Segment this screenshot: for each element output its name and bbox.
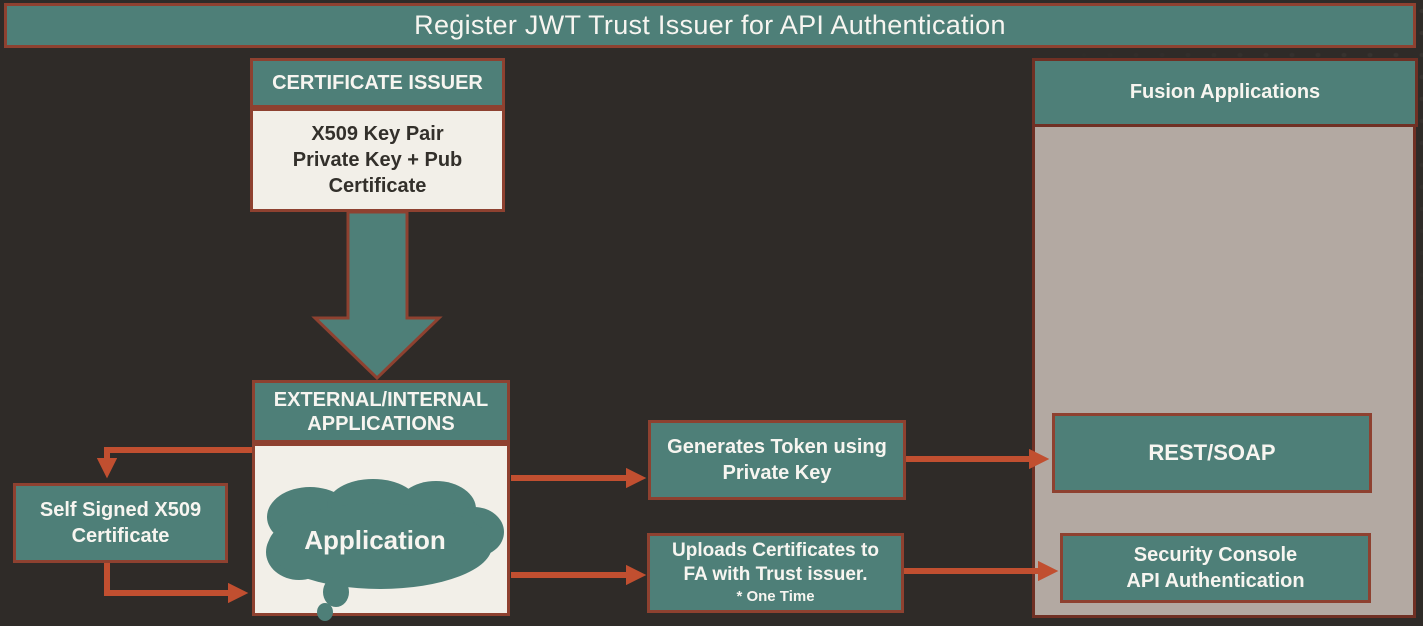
uploads-certificates-label: Uploads Certificates to FA with Trust is…	[672, 539, 879, 585]
fusion-applications-title: Fusion Applications	[1129, 81, 1321, 103]
one-time-note: * One Time	[736, 588, 815, 606]
generates-token-box: Generates Token using Private Key	[648, 420, 906, 500]
x509-keypair-label: X509 Key Pair Private Key + Pub Certific…	[292, 123, 463, 197]
certificate-issuer-body: X509 Key Pair Private Key + Pub Certific…	[250, 108, 505, 212]
rest-soap-box: REST/SOAP	[1052, 413, 1372, 493]
flow-arrow-keypair-to-apps	[311, 210, 443, 381]
application-label-text: Application	[304, 524, 446, 555]
external-applications-title: EXTERNAL/INTERNAL APPLICATIONS	[273, 388, 489, 435]
arrow-apps-to-selfsigned	[96, 447, 252, 479]
security-console-label: Security Console API Authentication	[1126, 544, 1305, 592]
arrow-selfsigned-to-application	[104, 563, 249, 604]
title-banner: Register JWT Trust Issuer for API Authen…	[4, 3, 1416, 48]
uploads-certificates-box: Uploads Certificates to FA with Trust is…	[647, 533, 904, 613]
generates-token-label: Generates Token using Private Key	[667, 436, 887, 484]
self-signed-certificate-box: Self Signed X509 Certificate	[13, 483, 228, 563]
rest-soap-label: REST/SOAP	[1148, 440, 1276, 465]
self-signed-certificate-label: Self Signed X509 Certificate	[39, 499, 202, 547]
certificate-issuer-header: CERTIFICATE ISSUER	[250, 58, 505, 108]
security-console-box: Security Console API Authentication	[1060, 533, 1371, 603]
page-title: Register JWT Trust Issuer for API Authen…	[414, 10, 1006, 40]
application-cloud-label: Application	[290, 520, 460, 560]
fusion-applications-header: Fusion Applications	[1032, 58, 1418, 127]
external-applications-header: EXTERNAL/INTERNAL APPLICATIONS	[252, 380, 510, 443]
certificate-issuer-title: CERTIFICATE ISSUER	[272, 71, 483, 94]
